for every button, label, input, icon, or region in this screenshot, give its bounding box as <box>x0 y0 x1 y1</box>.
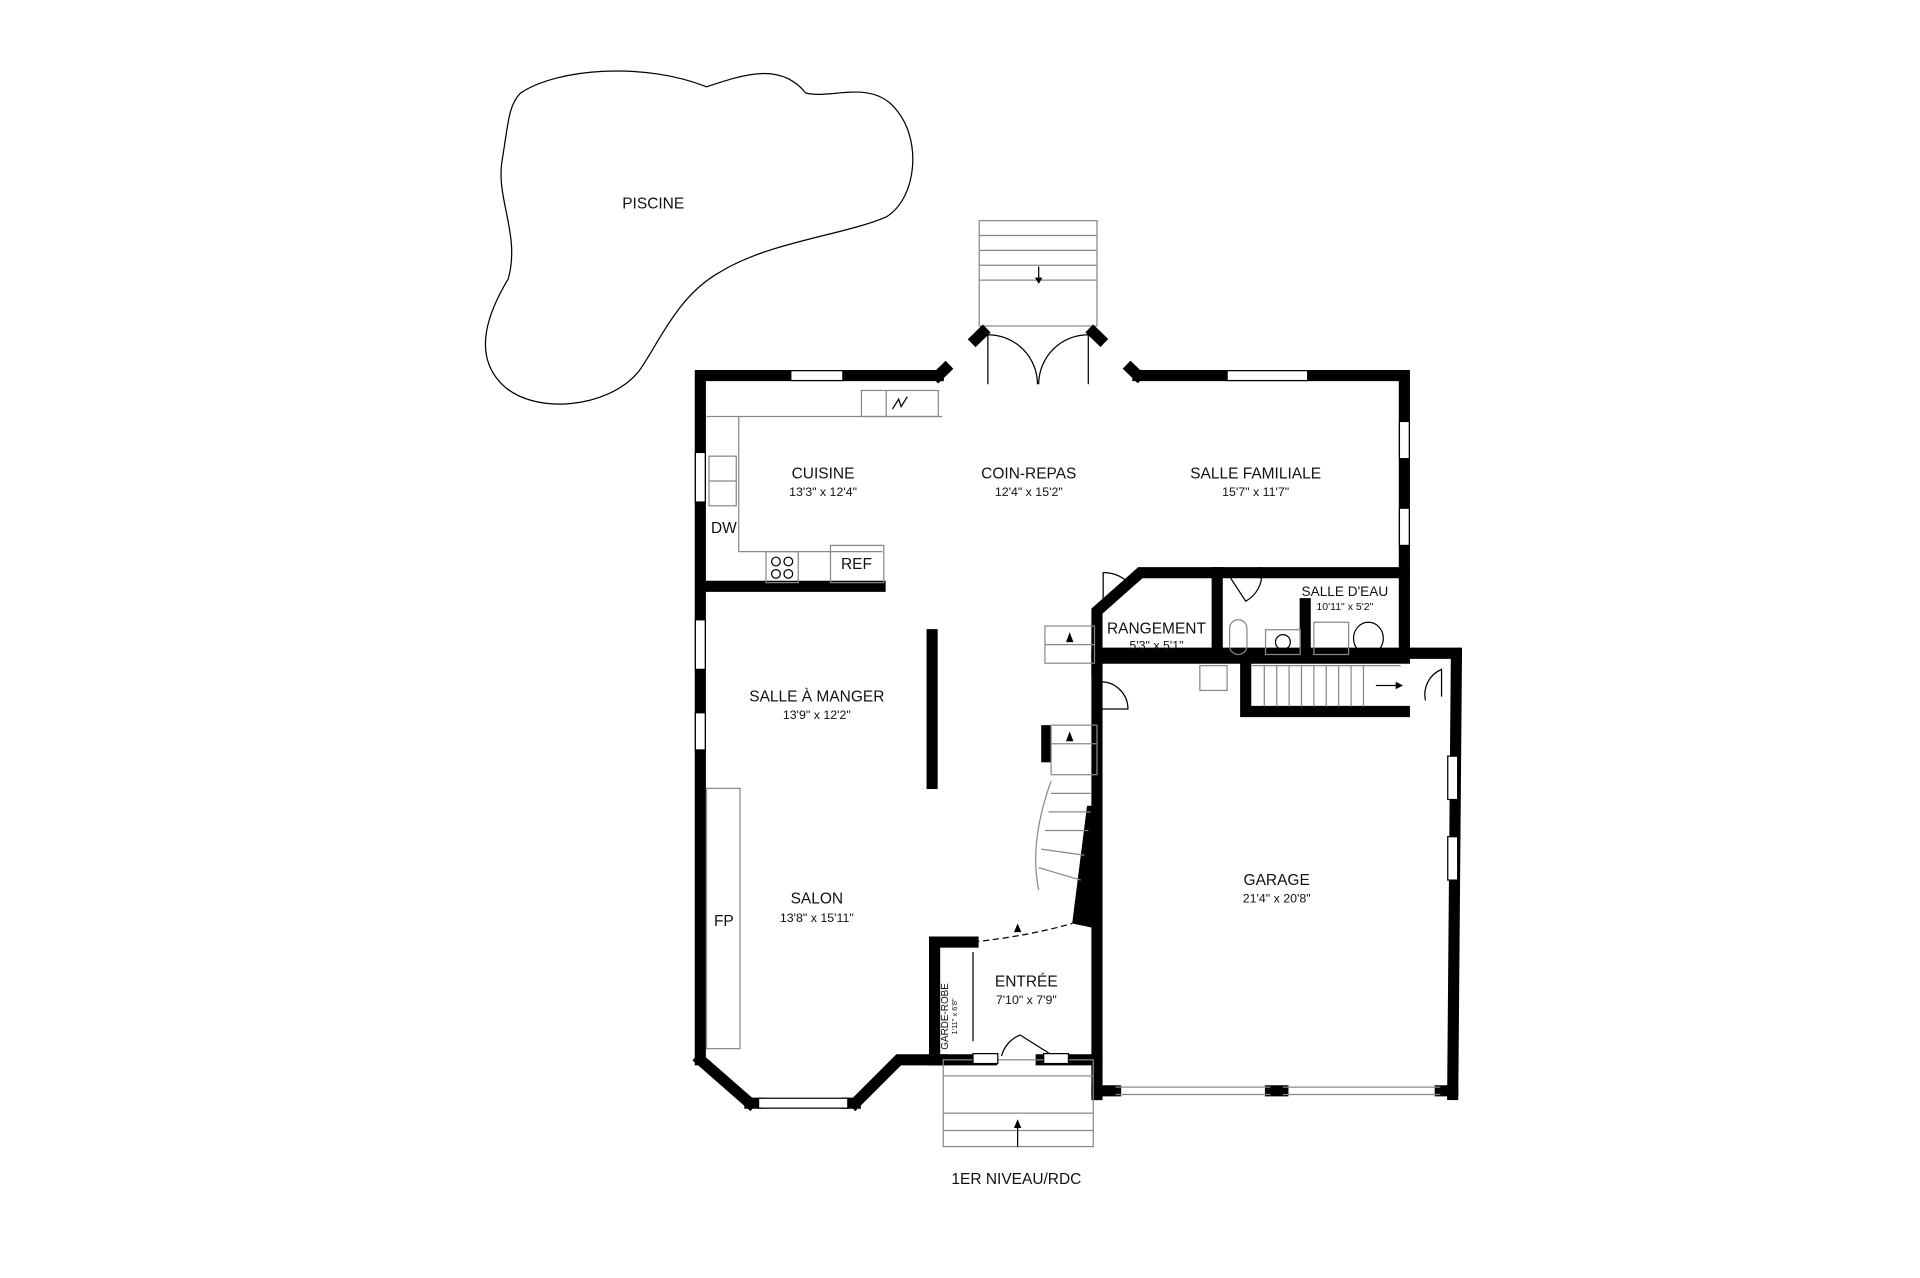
room-size: 12'4" x 15'2" <box>995 485 1063 499</box>
room-size: 13'8" x 15'11" <box>780 911 854 925</box>
kitchen-counters <box>706 389 943 584</box>
room-size: 5'3" x 5'1" <box>1129 639 1183 653</box>
room-name: SALLE FAMILIALE <box>1190 465 1321 482</box>
room-salle-eau: SALLE D'EAU 10'11" x 5'2" <box>1302 584 1389 613</box>
room-salle-a-manger: SALLE À MANGER 13'9" x 12'2" <box>749 689 884 722</box>
patio-door[interactable] <box>987 334 1089 385</box>
room-name: GARAGE <box>1244 872 1310 889</box>
room-name: SALLE D'EAU <box>1302 584 1389 599</box>
windows <box>694 370 1459 1109</box>
room-name: ENTRÉE <box>995 974 1058 991</box>
room-size: 13'3" x 12'4" <box>789 485 857 499</box>
room-salle-familiale: SALLE FAMILIALE 15'7" x 11'7" <box>1190 465 1321 498</box>
room-name: SALON <box>791 891 844 908</box>
room-cuisine: CUISINE 13'3" x 12'4" <box>789 465 857 498</box>
level-title: 1ER NIVEAU/RDC <box>951 1171 1081 1188</box>
room-name: GARDE-ROBE <box>940 983 951 1050</box>
room-name: SALLE À MANGER <box>749 689 884 706</box>
room-garage: GARAGE 21'4" x 20'8" <box>1243 872 1311 905</box>
room-size: 10'11" x 5'2" <box>1316 601 1373 613</box>
room-coin-repas: COIN-REPAS 12'4" x 15'2" <box>981 465 1076 498</box>
room-size: 21'4" x 20'8" <box>1243 891 1311 905</box>
refrigerator-label: REF <box>841 556 872 573</box>
front-stairs <box>942 1059 1094 1148</box>
pool-outline <box>484 70 914 405</box>
room-name: CUISINE <box>792 465 855 482</box>
interior-doors[interactable] <box>972 572 1443 1065</box>
room-size: 7'10" x 7'9" <box>996 993 1057 1007</box>
room-salon: SALON 13'8" x 15'11" <box>780 891 854 926</box>
room-rangement: RANGEMENT 5'3" x 5'1" <box>1107 620 1206 652</box>
fireplace <box>705 787 741 1050</box>
main-stairs <box>972 625 1098 943</box>
rear-stairs <box>978 220 1098 327</box>
garage-stairs <box>1251 665 1404 707</box>
interior-walls <box>699 567 1410 1066</box>
room-size: 1'11" x 6'8" <box>950 998 959 1034</box>
room-entree: ENTRÉE 7'10" x 7'9" <box>995 974 1058 1007</box>
room-size: 13'9" x 12'2" <box>783 708 851 722</box>
room-name: RANGEMENT <box>1107 620 1206 637</box>
fireplace-label: FP <box>714 913 734 930</box>
dishwasher-label: DW <box>711 520 737 537</box>
bathroom-fixtures <box>1199 619 1384 692</box>
room-garde-robe: GARDE-ROBE 1'11" x 6'8" <box>940 983 959 1050</box>
pool-label: PISCINE <box>622 195 684 212</box>
room-name: COIN-REPAS <box>981 465 1076 482</box>
room-size: 15'7" x 11'7" <box>1222 485 1289 499</box>
